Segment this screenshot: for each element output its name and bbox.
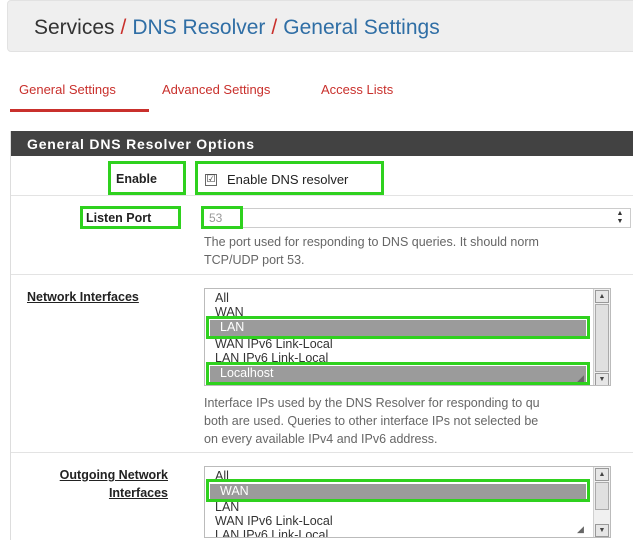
outgoing-interfaces-label-line1: Outgoing Network <box>59 468 168 482</box>
enable-label: Enable <box>116 172 157 186</box>
outgoing-interface-option[interactable]: LAN IPv6 Link-Local <box>215 528 329 538</box>
listen-port-label: Listen Port <box>86 211 152 225</box>
port-spinner-down-icon[interactable]: ▼ <box>616 218 624 225</box>
listen-port-help-line1: The port used for responding to DNS quer… <box>204 235 539 249</box>
network-interface-option[interactable]: All <box>215 291 229 305</box>
enable-label-highlight <box>108 161 186 195</box>
breadcrumb-general-settings[interactable]: General Settings <box>283 16 440 39</box>
outgoing-interface-option[interactable]: WAN IPv6 Link-Local <box>215 514 333 528</box>
tab-bar: General Settings Advanced Settings Acces… <box>0 78 633 112</box>
listen-port-input[interactable]: 53 <box>201 208 631 228</box>
network-interfaces-scrollbar[interactable]: ▲ ▼ <box>593 289 610 385</box>
row-divider <box>11 195 633 196</box>
network-interfaces-label: Network Interfaces <box>27 290 139 304</box>
active-tab-indicator <box>10 109 149 112</box>
network-interfaces-help-line3: on every available IPv4 and IPv6 address… <box>204 432 438 446</box>
enable-checkbox-label[interactable]: Enable DNS resolver <box>227 172 349 187</box>
network-interface-option[interactable]: LAN IPv6 Link-Local <box>215 351 329 365</box>
enable-checkbox-highlight <box>195 161 384 195</box>
breadcrumb-bar: Services/DNS Resolver/General Settings <box>7 0 633 52</box>
network-interfaces-help-line1: Interface IPs used by the DNS Resolver f… <box>204 396 540 410</box>
tab-access-lists[interactable]: Access Lists <box>321 82 394 97</box>
network-interfaces-help-line2: both are used. Queries to other interfac… <box>204 414 539 428</box>
network-interface-option-selected[interactable]: Localhost <box>210 366 586 382</box>
network-interface-option-selected[interactable]: LAN <box>210 320 586 336</box>
breadcrumb-dns-resolver[interactable]: DNS Resolver <box>132 16 266 39</box>
scroll-thumb[interactable] <box>595 304 609 372</box>
dns-resolver-options-panel: General DNS Resolver Options Enable ☑ En… <box>10 131 633 540</box>
outgoing-interfaces-label-line2: Interfaces <box>108 486 168 500</box>
enable-checkbox[interactable]: ☑ <box>205 174 217 186</box>
scroll-up-icon[interactable]: ▲ <box>595 290 609 303</box>
listen-port-help-line2: TCP/UDP port 53. <box>204 253 305 267</box>
scroll-thumb[interactable] <box>595 482 609 510</box>
row-divider <box>11 452 633 453</box>
resize-grip-icon[interactable]: ◢ <box>577 524 584 534</box>
breadcrumb-separator: / <box>120 16 127 39</box>
outgoing-interface-option[interactable]: LAN <box>215 500 240 514</box>
breadcrumb: Services/DNS Resolver/General Settings <box>34 16 440 40</box>
network-interface-option[interactable]: WAN IPv6 Link-Local <box>215 337 333 351</box>
localhost-option-highlight <box>206 362 590 385</box>
outgoing-interfaces-scrollbar[interactable]: ▲ ▼ <box>593 467 610 537</box>
scroll-down-icon[interactable]: ▼ <box>595 524 609 537</box>
port-spinner-up-icon[interactable]: ▲ <box>616 210 624 217</box>
tab-advanced-settings[interactable]: Advanced Settings <box>162 82 271 97</box>
scroll-down-icon[interactable]: ▼ <box>595 373 609 385</box>
outgoing-interface-option-selected[interactable]: WAN <box>210 484 586 500</box>
breadcrumb-separator: / <box>271 16 278 39</box>
listen-port-label-highlight <box>80 206 181 229</box>
wan-option-highlight <box>206 479 590 502</box>
outgoing-interfaces-select[interactable]: All WAN LAN WAN IPv6 Link-Local LAN IPv6… <box>204 466 611 538</box>
row-divider <box>11 274 633 275</box>
tab-general-settings[interactable]: General Settings <box>19 82 116 97</box>
scroll-up-icon[interactable]: ▲ <box>595 468 609 481</box>
network-interface-option[interactable]: WAN <box>215 305 244 319</box>
resize-grip-icon[interactable]: ◢ <box>577 373 584 383</box>
listen-port-input-highlight <box>201 206 243 229</box>
breadcrumb-services[interactable]: Services <box>34 16 115 39</box>
panel-heading: General DNS Resolver Options <box>11 131 633 156</box>
lan-option-highlight <box>206 316 590 339</box>
